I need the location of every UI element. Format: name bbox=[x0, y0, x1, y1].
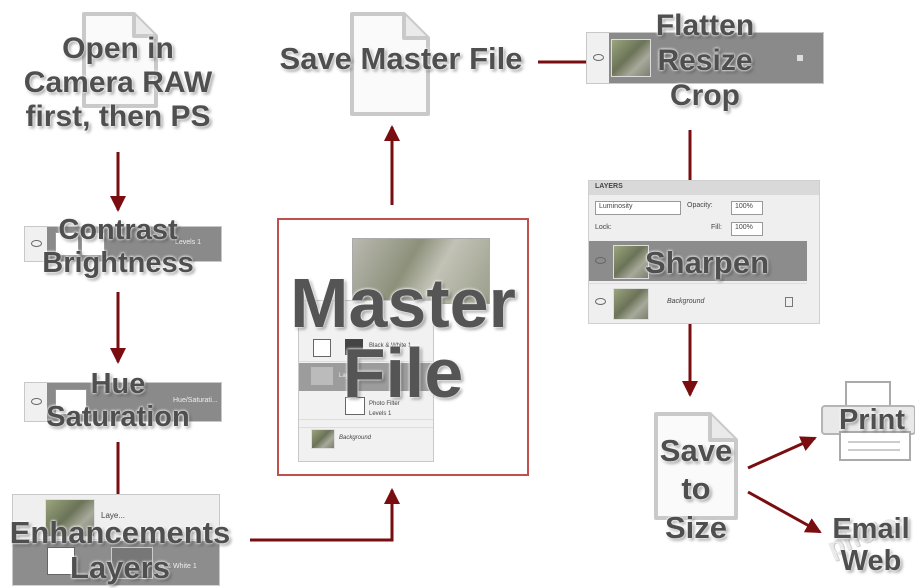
master-layers-panel: Black & White 1 Layer 1 Photo Filter Lev… bbox=[298, 300, 434, 462]
opacity-label: Opacity: bbox=[687, 202, 713, 209]
flatten-layer-screenshot bbox=[586, 32, 824, 84]
layers-panel-title: LAYERS bbox=[595, 183, 623, 190]
arrow-save-size-to-print bbox=[747, 436, 817, 470]
master-photo-thumbnail bbox=[352, 238, 490, 304]
label-contrast-brightness: Contrast Brightness bbox=[42, 214, 194, 279]
document-icon-save-size bbox=[654, 412, 738, 520]
label-flatten-resize-crop: Flatten Resize Crop bbox=[655, 9, 755, 113]
levels-layer-name: Levels 1 bbox=[175, 239, 202, 246]
master-row-1: Black & White 1 bbox=[369, 343, 412, 349]
sharpen-layers-panel: LAYERS Luminosity Opacity: 100% Lock: Fi… bbox=[588, 180, 820, 324]
hue-layer-screenshot: Hue/Saturati... bbox=[24, 382, 222, 422]
fill-field[interactable]: 100% bbox=[731, 222, 763, 236]
hue-layer-name: Hue/Saturati... bbox=[173, 397, 218, 404]
label-save-master-file: Save Master File bbox=[279, 41, 523, 76]
arrow-enhancements-to-master bbox=[250, 488, 400, 542]
opacity-field[interactable]: 100% bbox=[731, 201, 763, 215]
master-row-4: Levels 1 bbox=[369, 411, 392, 417]
background-layer-name: Background bbox=[667, 298, 705, 305]
bw-layer-name: k & White 1 bbox=[161, 563, 197, 570]
printer-icon bbox=[821, 381, 915, 461]
arrow-save-size-to-email bbox=[747, 490, 822, 534]
enhancement-layer-top-name: Laye... bbox=[101, 511, 126, 520]
enhancement-layers-screenshot: Laye... k & White 1 bbox=[12, 494, 220, 586]
blend-mode-select[interactable]: Luminosity bbox=[595, 201, 681, 215]
master-row-2: Layer 1 bbox=[339, 373, 360, 379]
document-icon-open bbox=[82, 12, 158, 108]
levels-layer-screenshot: Levels 1 bbox=[24, 226, 222, 262]
lock-label: Lock: bbox=[595, 224, 612, 231]
label-enhancements-layers: Enhancements Layers bbox=[9, 515, 231, 585]
label-email-web: Email Web bbox=[832, 513, 910, 577]
label-master-file: Master File bbox=[290, 264, 516, 412]
label-save-to-size: Save to Size bbox=[659, 433, 733, 545]
master-row-5: Background bbox=[339, 435, 372, 441]
fill-label: Fill: bbox=[711, 224, 722, 231]
label-hue-saturation: Hue Saturation bbox=[46, 368, 190, 433]
label-print: Print bbox=[838, 404, 906, 436]
label-sharpen: Sharpen bbox=[644, 245, 770, 280]
document-icon-save-master bbox=[350, 12, 430, 116]
label-open-camera-raw: Open in Camera RAW first, then PS bbox=[23, 32, 213, 133]
master-row-3: Photo Filter bbox=[369, 401, 400, 407]
